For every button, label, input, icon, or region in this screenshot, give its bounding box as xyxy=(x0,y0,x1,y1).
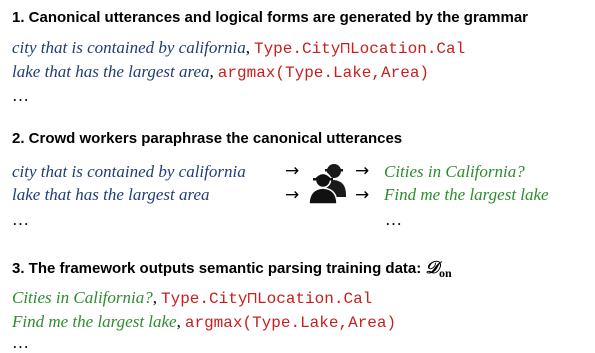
step2-ellipsis-right: … xyxy=(385,210,402,229)
separator: , xyxy=(152,288,157,307)
step3-heading-text: 3. The framework outputs semantic parsin… xyxy=(12,260,426,277)
dataset-symbol: 𝒟 xyxy=(425,258,439,278)
step3-row-2: Find me the largest lake, argmax(Type.La… xyxy=(12,311,396,334)
step1-row-2: lake that has the largest area, argmax(T… xyxy=(12,61,429,84)
logical-form: argmax(Type.Lake,Area) xyxy=(184,314,397,332)
step2-canonical-1: city that is contained by california xyxy=(12,162,246,181)
canonical-utterance: city that is contained by california xyxy=(12,38,246,57)
step3-row-1: Cities in California?, Type.City⊓Locatio… xyxy=(12,287,372,310)
logical-form: argmax(Type.Lake,Area) xyxy=(217,64,430,82)
separator: , xyxy=(176,312,181,331)
step1-row-1: city that is contained by california, Ty… xyxy=(12,37,465,60)
canonical-utterance: lake that has the largest area xyxy=(12,62,210,81)
logical-form: Type.City⊓Location.Cal xyxy=(161,290,373,308)
logical-form: Type.City⊓Location.Cal xyxy=(253,40,466,58)
step2-paraphrase-2: Find me the largest lake xyxy=(384,185,549,204)
step2-canonical-2: lake that has the largest area xyxy=(12,185,210,204)
paraphrased-utterance: Cities in California? xyxy=(12,288,153,307)
arrow-in-1: → xyxy=(285,161,300,181)
dataset-subscript: on xyxy=(439,266,452,280)
arrow-out-1: → xyxy=(355,161,370,181)
step3-heading: 3. The framework outputs semantic parsin… xyxy=(12,258,452,280)
crowd-workers-icon xyxy=(306,159,352,205)
separator: , xyxy=(245,38,250,57)
step1-ellipsis: … xyxy=(12,86,29,105)
step2-paraphrase-1: Cities in California? xyxy=(384,162,525,181)
arrow-out-2: → xyxy=(355,185,370,205)
step3-ellipsis: … xyxy=(12,333,29,352)
arrow-in-2: → xyxy=(285,185,300,205)
separator: , xyxy=(209,62,214,81)
step1-heading: 1. Canonical utterances and logical form… xyxy=(12,9,528,26)
step2-ellipsis-left: … xyxy=(12,210,29,229)
step2-heading: 2. Crowd workers paraphrase the canonica… xyxy=(12,130,403,147)
paraphrased-utterance: Find me the largest lake xyxy=(12,312,177,331)
